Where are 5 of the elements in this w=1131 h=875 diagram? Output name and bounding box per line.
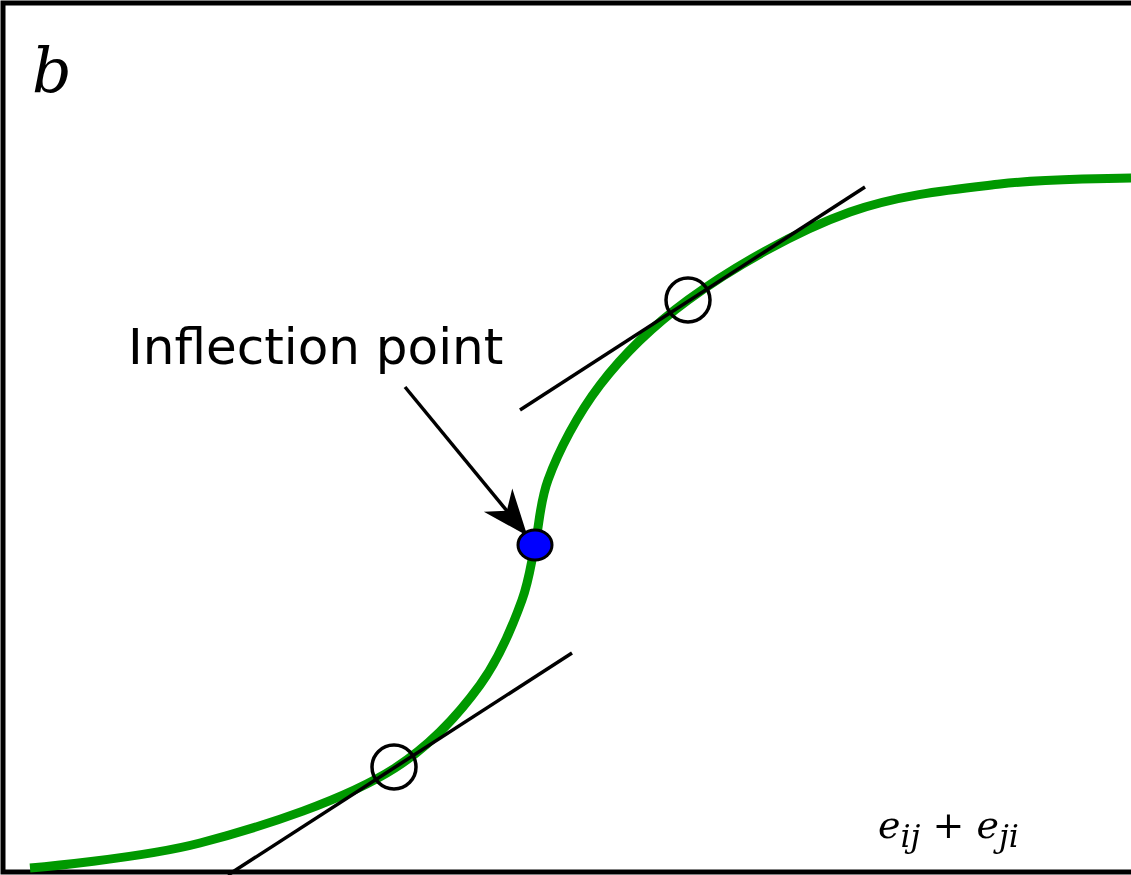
- panel-letter: b: [32, 40, 72, 102]
- inflection-point-dot: [515, 527, 555, 563]
- axis-label: e$_{ij}$ + e$_{ji}$: [878, 806, 1019, 853]
- annotation-text: Inflection point: [128, 315, 548, 379]
- leader-arrow: [403, 385, 528, 536]
